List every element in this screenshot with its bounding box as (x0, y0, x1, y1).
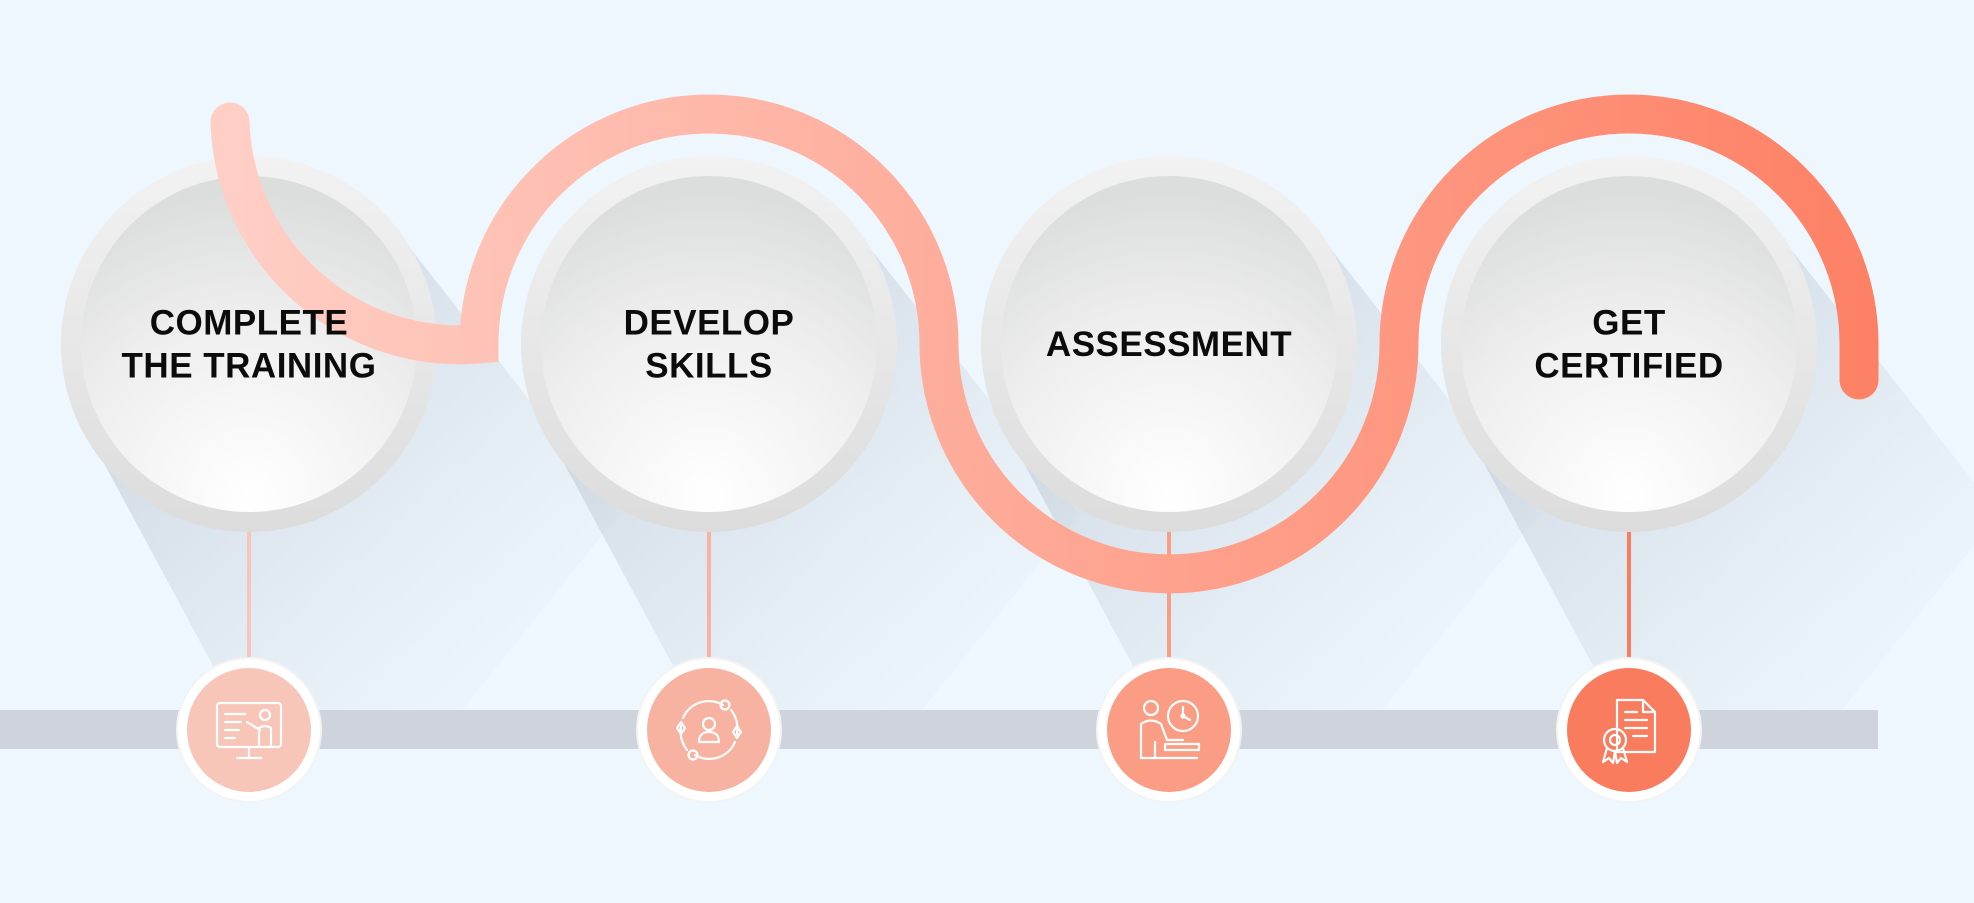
step-circle-face (1001, 176, 1337, 512)
progress-wave (210, 94, 1879, 594)
step-label-line: CERTIFIED (1534, 347, 1723, 386)
training-screen-icon (215, 701, 283, 760)
step-label-line: GET (1592, 304, 1665, 343)
step-badge-assessment (1096, 657, 1242, 803)
step-circles (61, 156, 1817, 532)
step-label-assessment: ASSESSMENT (1046, 325, 1292, 364)
step-label-complete-the-training: COMPLETE THE TRAINING (122, 304, 377, 386)
step-badge-get-certified (1556, 657, 1702, 803)
badge-fill (187, 668, 311, 792)
certificate-icon (1601, 698, 1657, 765)
skills-development-icon (675, 699, 743, 761)
badge-fill (1107, 668, 1231, 792)
step-label-get-certified: GET CERTIFIED (1534, 304, 1723, 386)
step-badge-develop-skills (636, 657, 782, 803)
step-circle-face (1461, 176, 1797, 512)
step-icon-badges (176, 657, 1702, 803)
connector-lines (247, 532, 1631, 660)
step-labels: COMPLETE THE TRAINING DEVELOP SKILLS ASSESSM… (122, 304, 1724, 386)
step-circle-face (81, 176, 417, 512)
step-label-line: ASSESSMENT (1046, 325, 1292, 364)
badge-fill (1567, 668, 1691, 792)
step-label-line: DEVELOP (624, 304, 795, 343)
assessment-clock-icon (1139, 699, 1201, 760)
step-label-line: COMPLETE (150, 304, 348, 343)
step-label-develop-skills: DEVELOP SKILLS (624, 304, 795, 386)
step-label-line: SKILLS (645, 347, 772, 386)
step-circle-face (541, 176, 877, 512)
step-label-line: THE TRAINING (122, 347, 377, 386)
step-badge-complete-the-training (176, 657, 322, 803)
